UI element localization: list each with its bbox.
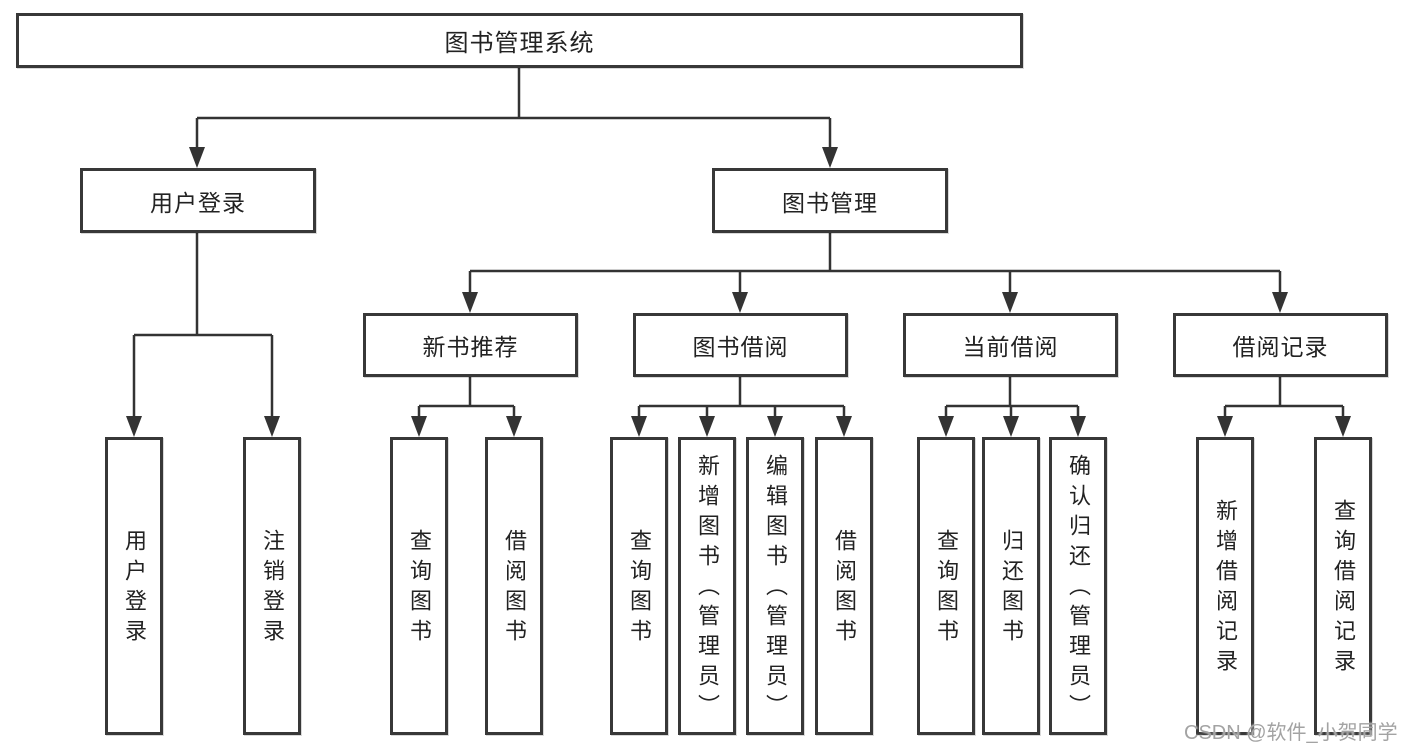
- node-borrowing-records: 借阅记录: [1173, 313, 1388, 377]
- node-leaf-logout: 注销登录: [243, 437, 301, 735]
- node-leaf-query-books-recommend: 查询图书: [390, 437, 448, 735]
- node-leaf-edit-books-admin: 编辑图书（管理员）: [746, 437, 804, 735]
- node-leaf-add-books-admin: 新增图书（管理员）: [678, 437, 736, 735]
- node-leaf-add-borrow-record: 新增借阅记录: [1196, 437, 1254, 735]
- connector-book-borrow-branch: [631, 377, 852, 437]
- node-leaf-borrow-books: 借阅图书: [815, 437, 873, 735]
- node-book-management: 图书管理: [712, 168, 948, 233]
- connector-book-management-branch: [462, 233, 1288, 313]
- node-leaf-user-login: 用户登录: [105, 437, 163, 735]
- connector-root-to-level2: [189, 68, 838, 168]
- connector-current-borrow-branch: [938, 377, 1086, 437]
- node-leaf-borrow-books-recommend: 借阅图书: [485, 437, 543, 735]
- connector-borrow-record-branch: [1217, 377, 1351, 437]
- node-user-login: 用户登录: [80, 168, 316, 233]
- node-leaf-query-books-current: 查询图书: [917, 437, 975, 735]
- node-book-borrowing: 图书借阅: [633, 313, 848, 377]
- node-leaf-return-books: 归还图书: [982, 437, 1040, 735]
- connector-user-login-branch: [126, 233, 280, 437]
- node-root: 图书管理系统: [16, 13, 1023, 68]
- node-leaf-query-borrow-record: 查询借阅记录: [1314, 437, 1372, 735]
- node-current-borrowing: 当前借阅: [903, 313, 1118, 377]
- connector-new-book-branch: [411, 377, 522, 437]
- node-leaf-query-books-borrow: 查询图书: [610, 437, 668, 735]
- csdn-watermark: CSDN @软件_小贺同学: [1184, 722, 1398, 744]
- node-leaf-confirm-return-admin: 确认归还（管理员）: [1049, 437, 1107, 735]
- node-new-book-recommendation: 新书推荐: [363, 313, 578, 377]
